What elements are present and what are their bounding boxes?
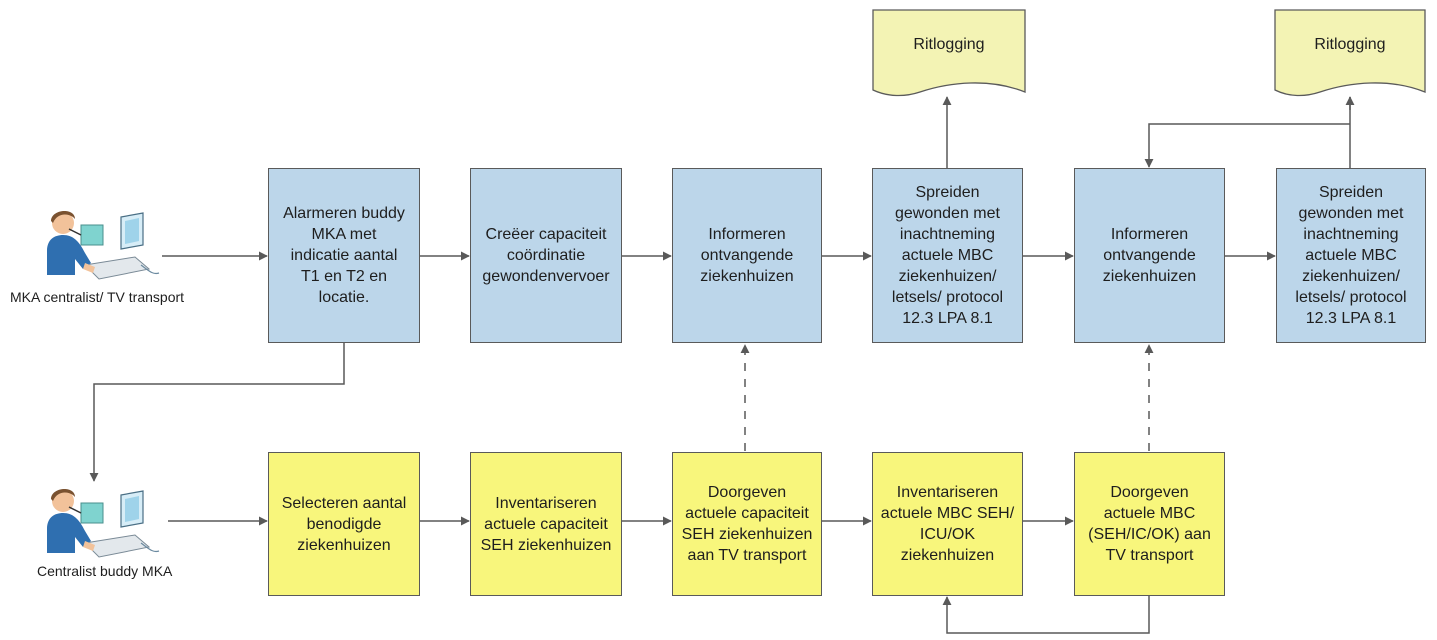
ritlogging-label-1: Ritlogging	[913, 36, 985, 53]
process-doorgeven-mbc: Doorgeven actuele MBC (SEH/IC/OK) aan TV…	[1074, 452, 1225, 596]
process-spreiden-gewonden-1: Spreiden gewonden met inachtneming actue…	[872, 168, 1023, 343]
actor-label-centralist-buddy: Centralist buddy MKA	[37, 563, 173, 579]
ritlogging-document-1	[872, 9, 1026, 97]
process-doorgeven-capaciteit: Doorgeven actuele capaciteit SEH ziekenh…	[672, 452, 822, 596]
process-inventariseren-mbc: Inventariseren actuele MBC SEH/ ICU/OK z…	[872, 452, 1023, 596]
process-spreiden-gewonden-2: Spreiden gewonden met inachtneming actue…	[1276, 168, 1426, 343]
process-informeren-ziekenhuizen-2: Informeren ontvangende ziekenhuizen	[1074, 168, 1225, 343]
connector-arrow	[942, 596, 1150, 634]
dispatcher-operator-icon	[47, 210, 160, 280]
process-informeren-ziekenhuizen-1: Informeren ontvangende ziekenhuizen	[672, 168, 822, 343]
dispatcher-operator-icon	[47, 488, 160, 558]
process-inventariseren-capaciteit: Inventariseren actuele capaciteit SEH zi…	[470, 452, 622, 596]
connector-arrow	[89, 343, 345, 482]
process-selecteren-ziekenhuizen: Selecteren aantal benodigde ziekenhuizen	[268, 452, 420, 596]
process-creeer-capaciteit: Creëer capaciteit coördinatie gewondenve…	[470, 168, 622, 343]
connector-arrow	[1144, 123, 1350, 168]
ritlogging-document-2	[1274, 9, 1426, 97]
actor-label-mka-centralist: MKA centralist/ TV transport	[10, 289, 185, 305]
process-alarmeren-buddy: Alarmeren buddy MKA met indicatie aantal…	[268, 168, 420, 343]
ritlogging-label-2: Ritlogging	[1314, 36, 1386, 53]
